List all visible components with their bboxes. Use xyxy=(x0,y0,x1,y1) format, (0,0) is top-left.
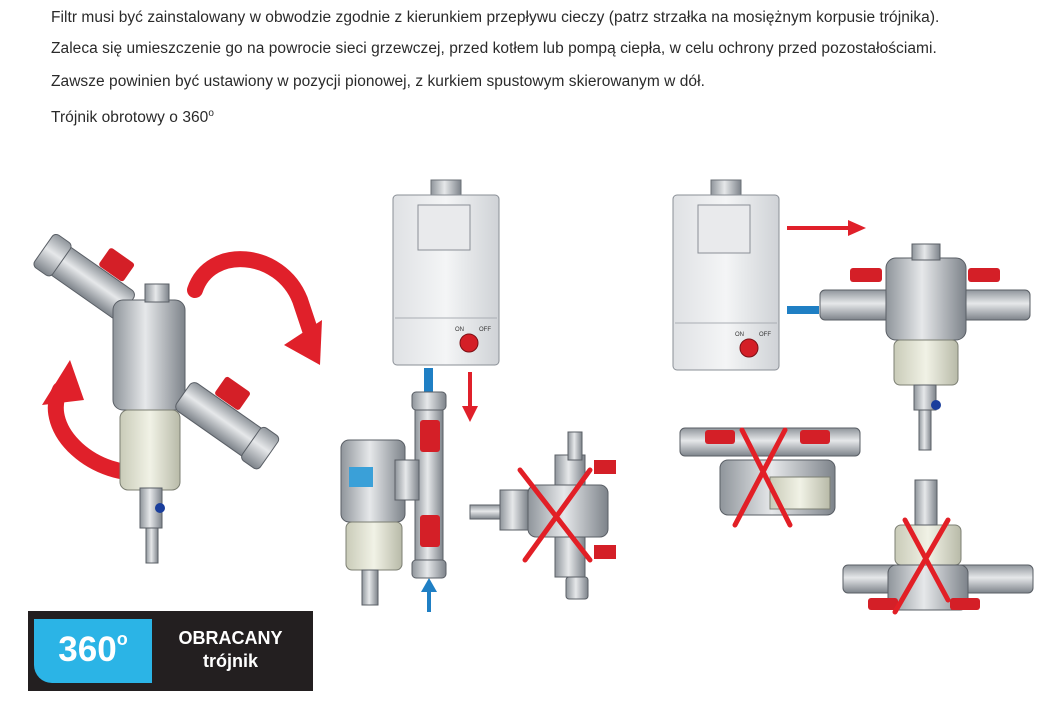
rotation-arrow-top-head xyxy=(284,320,322,365)
instruction-line-3: Zawsze powinien być ustawiony w pozycji … xyxy=(51,73,705,90)
badge-degrees: 360 xyxy=(58,630,117,669)
boiler-on-label: ON xyxy=(455,327,464,333)
rotation-arrow-bottom-head xyxy=(42,360,84,405)
boiler-flue xyxy=(430,179,462,197)
rotation-badge: 360o OBRACANY trójnik xyxy=(28,611,313,691)
instruction-line-4: Trójnik obrotowy o 360o xyxy=(51,108,214,127)
boiler-2-on-label: ON xyxy=(735,332,744,338)
wrong-orientation-cross-3 xyxy=(892,517,951,615)
degree-mark: o xyxy=(208,108,214,119)
wrong-orientation-cross-2 xyxy=(732,427,793,528)
boiler-off-label: OFF xyxy=(479,327,491,333)
right-installation: ON OFF xyxy=(672,179,1034,615)
filter-body xyxy=(112,299,186,411)
return-flow-stub-2 xyxy=(787,306,819,314)
badge-cyan-panel: 360o xyxy=(34,619,152,683)
instruction-line-2: Zaleca się umieszczenie go na powrocie s… xyxy=(51,40,937,57)
boiler-2-off-label: OFF xyxy=(759,332,771,338)
badge-word-2: trójnik xyxy=(202,651,258,671)
boiler-knob xyxy=(459,333,479,353)
filter-bowl xyxy=(119,409,181,491)
instruction-line-1: Filtr musi być zainstalowany w obwodzie … xyxy=(51,9,940,26)
badge-degree-mark: o xyxy=(116,629,128,649)
middle-installation: ON OFF xyxy=(340,179,616,612)
wrong-orientation-cross-1 xyxy=(517,467,593,563)
badge-word-1: OBRACANY xyxy=(178,628,283,648)
return-flow-stub xyxy=(424,368,433,398)
rotation-arrow-top xyxy=(187,251,318,338)
rotating-filter-group xyxy=(33,233,322,564)
rotation-caption: Trójnik obrotowy o 360 xyxy=(51,109,209,126)
